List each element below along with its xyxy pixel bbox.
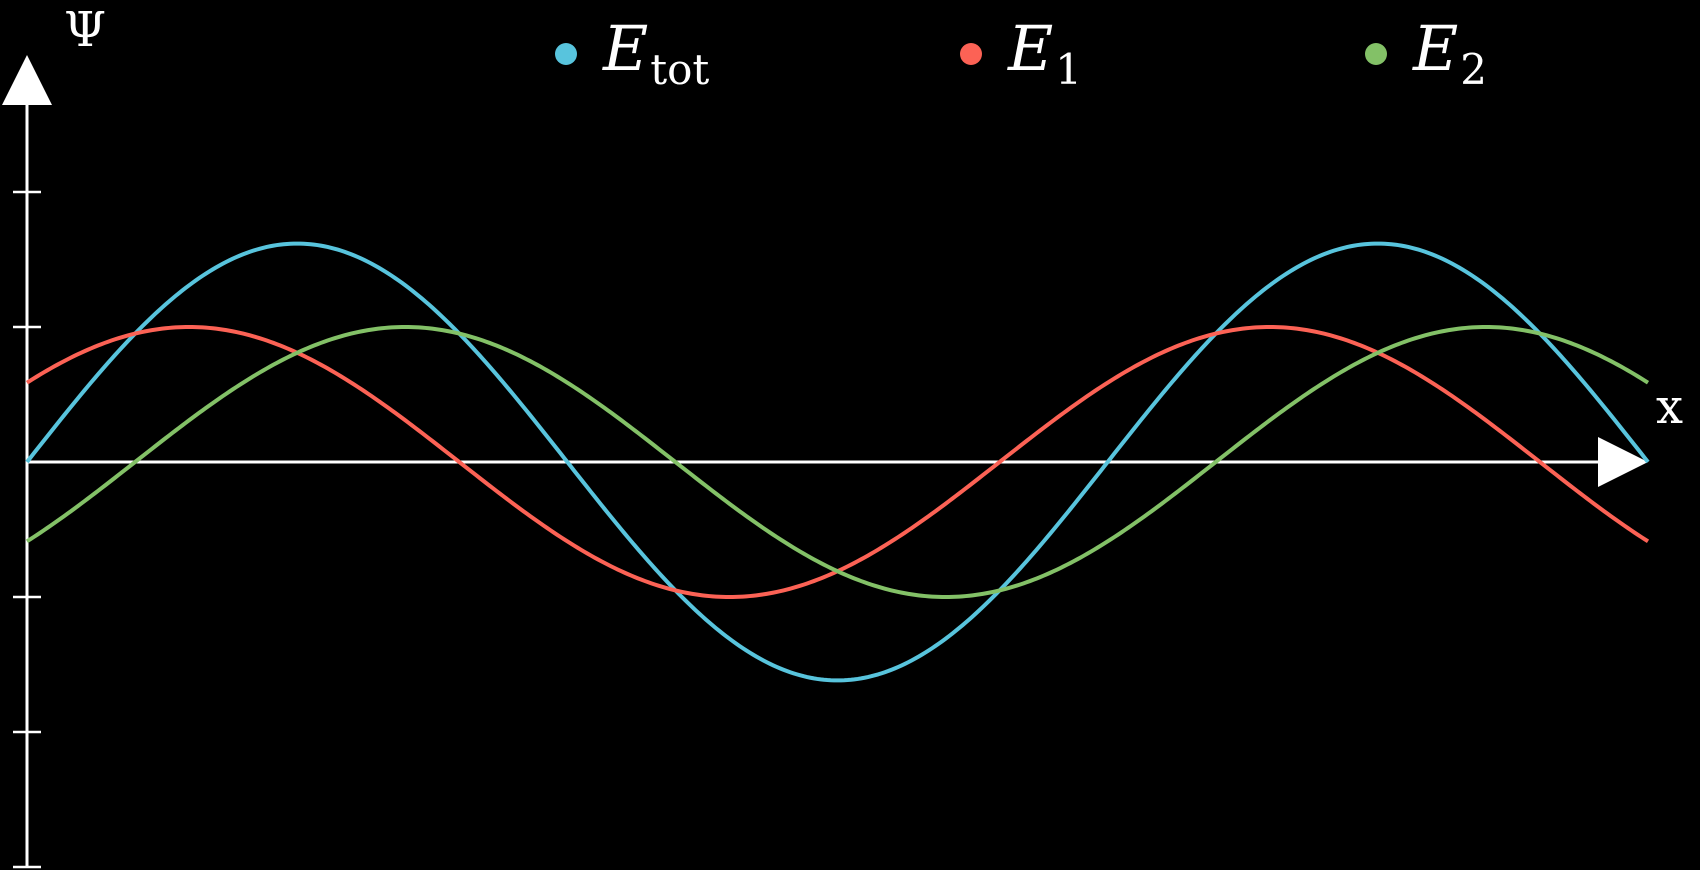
legend-label-e1: E1 bbox=[1008, 17, 1082, 94]
legend-marker-e2 bbox=[1365, 43, 1387, 65]
legend-name-etot: E bbox=[603, 11, 649, 85]
legend-item-e1: E1 bbox=[960, 14, 1082, 94]
legend-label-e2: E2 bbox=[1413, 17, 1487, 94]
series-layer bbox=[25, 241, 1650, 683]
legend-sub-e1: 1 bbox=[1055, 44, 1082, 94]
legend-sub-e2: 2 bbox=[1460, 44, 1487, 94]
legend-marker-e1 bbox=[960, 43, 982, 65]
y-axis-arrow bbox=[2, 55, 52, 105]
axes bbox=[2, 55, 1648, 869]
x-axis-arrow bbox=[1598, 437, 1648, 487]
y-axis-label: Ψ bbox=[64, 2, 107, 58]
legend-item-etot: Etot bbox=[555, 14, 709, 94]
series-line-etot bbox=[25, 241, 1650, 683]
legend-item-e2: E2 bbox=[1365, 14, 1487, 94]
legend-sub-etot: tot bbox=[650, 44, 710, 94]
legend-name-e1: E bbox=[1008, 11, 1054, 85]
series-line-e2 bbox=[25, 325, 1650, 599]
legend-label-etot: Etot bbox=[603, 17, 710, 94]
x-axis-label: x bbox=[1656, 379, 1684, 435]
legend-marker-etot bbox=[555, 43, 577, 65]
legend-name-e2: E bbox=[1413, 11, 1459, 85]
